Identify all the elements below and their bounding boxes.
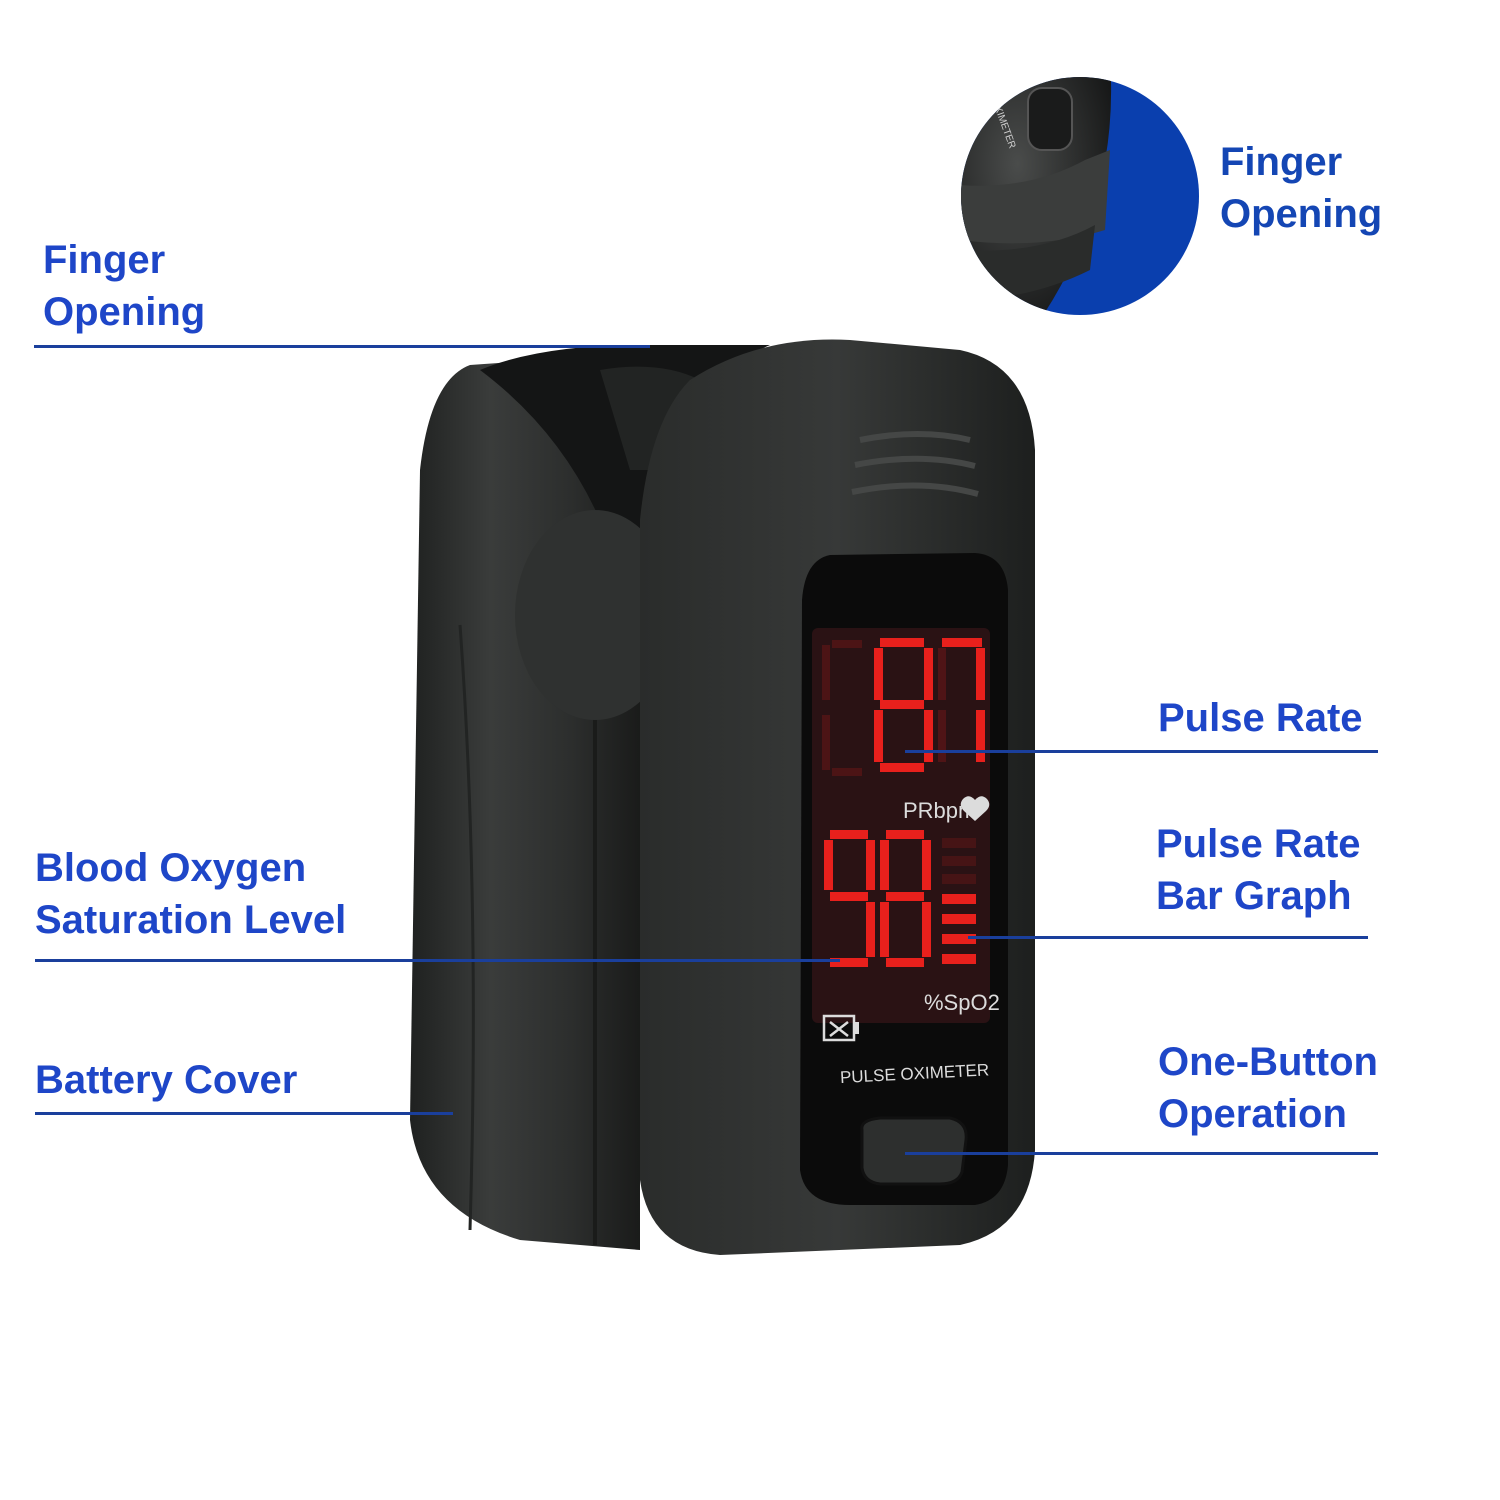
leader-finger-opening bbox=[34, 345, 650, 348]
leader-battery-cover bbox=[35, 1112, 453, 1115]
label-pulse-rate-bar-graph: Pulse Rate Bar Graph bbox=[1156, 822, 1361, 918]
led-display bbox=[812, 628, 990, 1023]
pulse-rate-digits bbox=[822, 638, 985, 776]
spo2-digits bbox=[824, 830, 931, 967]
battery-icon bbox=[822, 1014, 859, 1042]
leader-pulse-rate-bar-graph bbox=[968, 936, 1368, 939]
leader-one-button bbox=[905, 1152, 1378, 1155]
leader-blood-oxygen bbox=[35, 959, 840, 962]
label-finger-opening-inset: Finger Opening bbox=[1220, 140, 1383, 236]
pulse-rate-bar-graph bbox=[942, 838, 976, 964]
label-finger-opening: Finger Opening bbox=[43, 238, 206, 334]
label-battery-cover: Battery Cover bbox=[35, 1058, 298, 1102]
leader-pulse-rate bbox=[905, 750, 1378, 753]
heart-icon bbox=[960, 796, 990, 821]
label-blood-oxygen: Blood Oxygen Saturation Level bbox=[35, 846, 347, 942]
label-one-button: One-Button Operation bbox=[1158, 1040, 1378, 1136]
inset-finger-opening-image: OXIMETER bbox=[961, 77, 1199, 315]
hinge-knob bbox=[515, 510, 675, 720]
label-pulse-rate: Pulse Rate bbox=[1158, 696, 1363, 740]
power-button[interactable] bbox=[860, 1116, 968, 1186]
spo2-unit-label: %SpO2 bbox=[924, 990, 1000, 1015]
